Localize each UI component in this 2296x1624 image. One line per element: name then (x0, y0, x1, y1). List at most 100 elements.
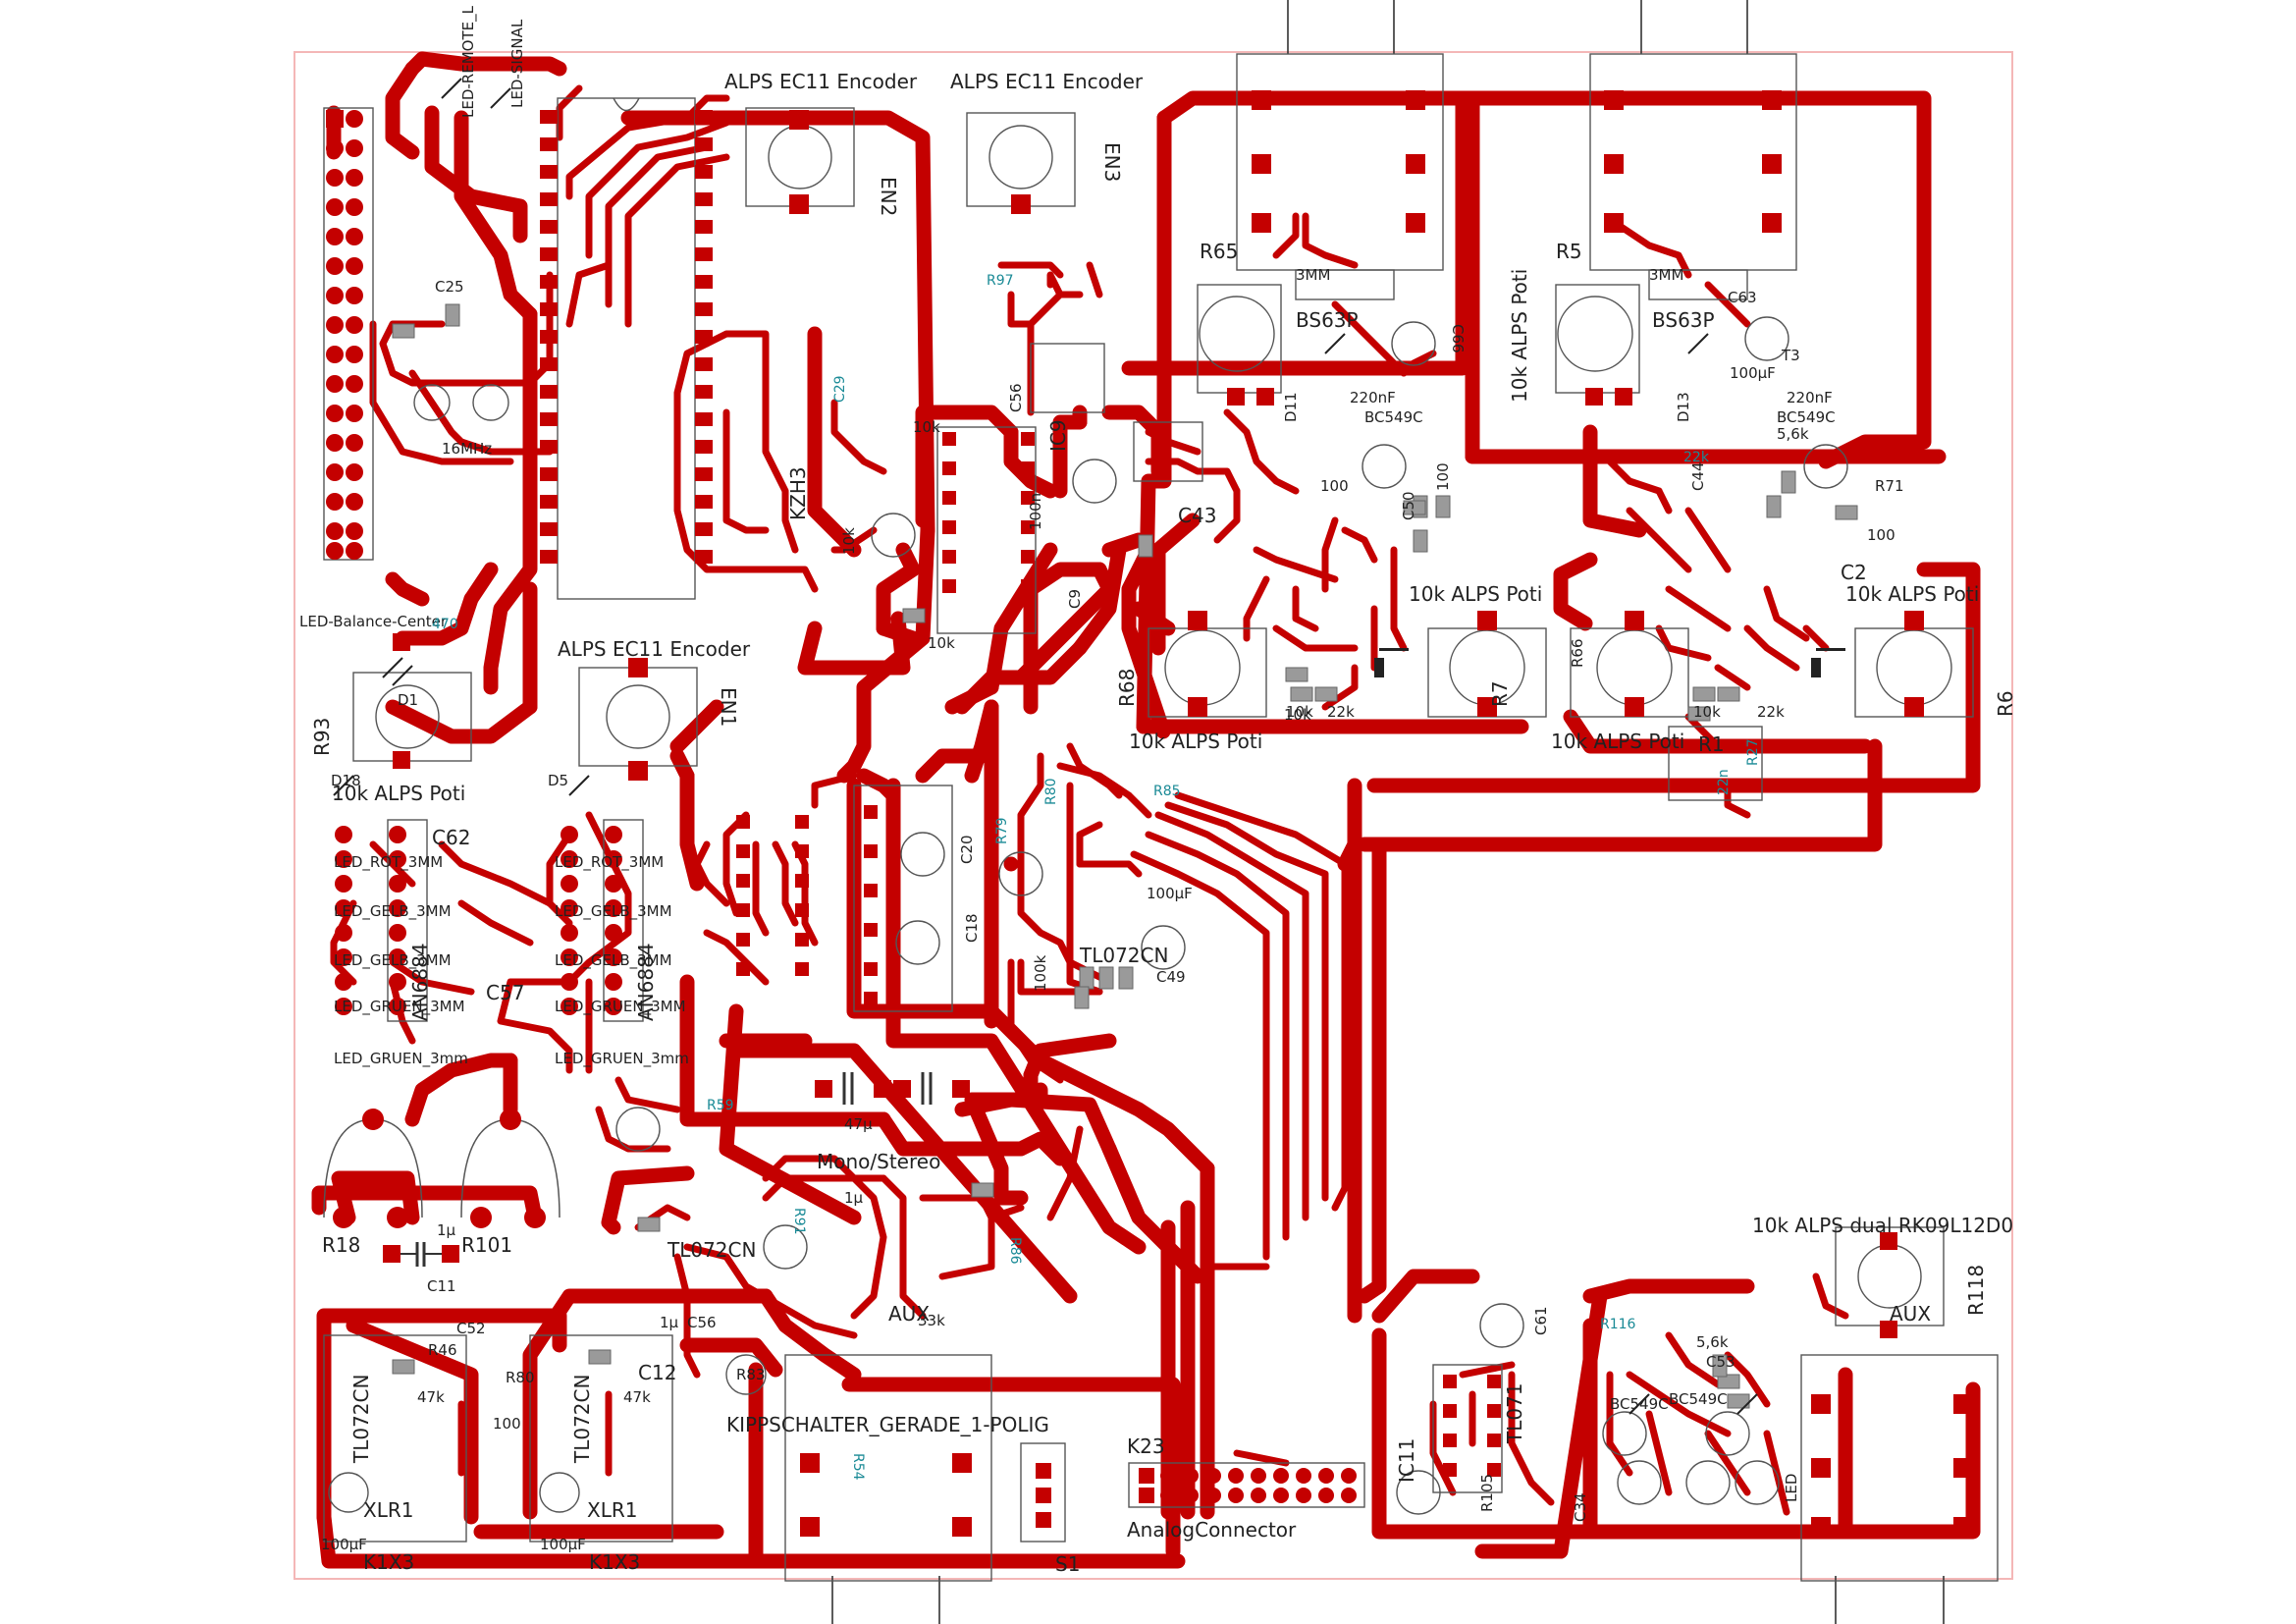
label-r100k: 100k (1032, 954, 1049, 992)
elko-7 (900, 832, 945, 877)
label-tl072cn-d: TL072CN (570, 1375, 594, 1464)
label-bc549c-d: BC549C (1669, 1390, 1728, 1408)
label-r10k-e: 10k (840, 527, 858, 555)
encoder-knob-en3 (988, 125, 1053, 189)
label-r1: R1 (1698, 732, 1725, 756)
crystal-left (413, 384, 451, 421)
label-mm3b: 3MM (1649, 266, 1683, 284)
label-bs63p-b: BS63P (1652, 308, 1715, 332)
label-r80b: R80 (506, 1369, 535, 1386)
label-led-gruen-a: LED_GRUEN_3MM (334, 998, 465, 1016)
copper-traces-power (311, 51, 1981, 1569)
label-r66: R66 (1569, 638, 1586, 668)
label-r6: R6 (1994, 690, 2017, 717)
label-r71: R71 (1875, 477, 1904, 495)
label-c47u: 47µ (844, 1115, 873, 1133)
label-r46: R46 (428, 1341, 457, 1359)
label-r47k: 47k (417, 1388, 445, 1406)
label-d11: D11 (1282, 392, 1300, 422)
label-en2-ref: EN2 (877, 177, 900, 216)
label-led-gelb-b: LED_GELB_3MM (334, 951, 452, 970)
label-xtal: 16MHz (442, 440, 492, 458)
label-c61: C61 (1532, 1306, 1550, 1335)
label-led-gruen-d: LED_GRUEN_3mm (555, 1050, 689, 1068)
mcu-pads (540, 110, 713, 564)
label-r100-b: 100 (1320, 477, 1349, 495)
pot-knob-r65 (1199, 296, 1275, 372)
label-bc549c-b: BC549C (1777, 408, 1836, 426)
label-r56k: 5,6k (1777, 425, 1809, 443)
pot-knob-d1 (375, 684, 440, 749)
label-c100uf-b: 100µF (1147, 885, 1193, 902)
label-led-mm: LED (1783, 1474, 1800, 1502)
label-pot-mid1: 10k ALPS Poti (1409, 582, 1542, 606)
label-an6884a: AN6884 (408, 943, 432, 1021)
copper-traces-signal (330, 84, 1849, 1516)
label-en1: ALPS EC11 Encoder (558, 637, 751, 661)
crystal-right (472, 384, 509, 421)
label-analog-connector: AnalogConnector (1127, 1518, 1297, 1542)
label-r22k-c: 22k (1683, 450, 1710, 465)
label-t3: T3 (1781, 347, 1800, 364)
smd-pads (392, 303, 1858, 1409)
label-led-gruen-c: LED_GRUEN_3MM (555, 998, 686, 1016)
label-d5: D5 (548, 772, 568, 789)
numbered-pads (333, 90, 1973, 1537)
label-c11: C11 (427, 1277, 456, 1295)
label-r56k-b: 5,6k (1696, 1333, 1729, 1351)
led-bar-pads (335, 819, 644, 1022)
silkscreen-labels: ALPS EC11 Encoder ALPS EC11 Encoder ALPS… (299, 5, 2017, 1576)
pot-knob-mid1 (1164, 629, 1241, 706)
label-r83: R83 (736, 1366, 766, 1383)
label-c220nf: 220nF (1350, 389, 1396, 406)
label-aux2: AUX (888, 1302, 930, 1326)
label-c43: C43 (1178, 504, 1216, 527)
elko-15 (1617, 1460, 1662, 1505)
label-r65: R65 (1200, 240, 1238, 263)
film-caps (383, 1072, 970, 1267)
label-d13: D13 (1675, 392, 1692, 422)
label-en2: ALPS EC11 Encoder (724, 70, 918, 93)
elko-19 (1705, 1411, 1750, 1456)
elko-6 (1803, 444, 1848, 489)
label-an6884b: AN6884 (634, 943, 658, 1021)
label-c34: C34 (1572, 1492, 1589, 1522)
elko-1 (871, 513, 916, 558)
pads (326, 90, 1973, 1537)
header-pads (326, 110, 363, 560)
label-bc549c-a: BC549C (1364, 408, 1423, 426)
label-d18: D18 (331, 772, 361, 789)
led-arrow-icons (333, 78, 1758, 1415)
component-outlines (323, 53, 1999, 1582)
label-r18: R18 (322, 1233, 360, 1257)
label-kippschalter: KIPPSCHALTER_GERADE_1-POLIG (726, 1413, 1049, 1436)
label-aux: AUX (1890, 1302, 1931, 1326)
label-mono-stereo: Mono/Stereo (817, 1150, 940, 1173)
label-en1-ref: EN1 (717, 687, 740, 727)
pot-knob-r5 (1557, 296, 1633, 372)
label-c53: C53 (1706, 1353, 1735, 1371)
label-led-gelb-d: LED_GELB_3MM (555, 951, 672, 970)
elko-13 (1479, 1303, 1524, 1348)
label-c20: C20 (958, 835, 976, 864)
label-r7: R7 (1488, 680, 1512, 707)
label-c18: C18 (963, 913, 981, 943)
label-r118: R118 (1964, 1265, 1988, 1316)
label-c29: C29 (832, 375, 848, 403)
label-c100n: 100n (1027, 493, 1044, 530)
label-k1x3-b: K1X3 (589, 1550, 640, 1574)
label-led-gelb-c: LED_GELB_3MM (555, 902, 672, 921)
label-r10k: 10k (1286, 703, 1313, 721)
label-r470: 470 (432, 617, 458, 632)
label-r10k-f: 10k (1284, 706, 1311, 724)
label-r105: R105 (1478, 1474, 1496, 1512)
label-kzh3: KZH3 (786, 466, 810, 520)
label-r33k: 33k (918, 1312, 945, 1329)
elko-8 (998, 851, 1043, 896)
label-r27: R27 (1745, 738, 1761, 766)
label-bc549c-c: BC549C (1610, 1395, 1669, 1413)
label-c57: C57 (486, 981, 524, 1004)
label-r91: R91 (791, 1208, 807, 1235)
label-tl072cn-c: TL072CN (349, 1375, 373, 1464)
